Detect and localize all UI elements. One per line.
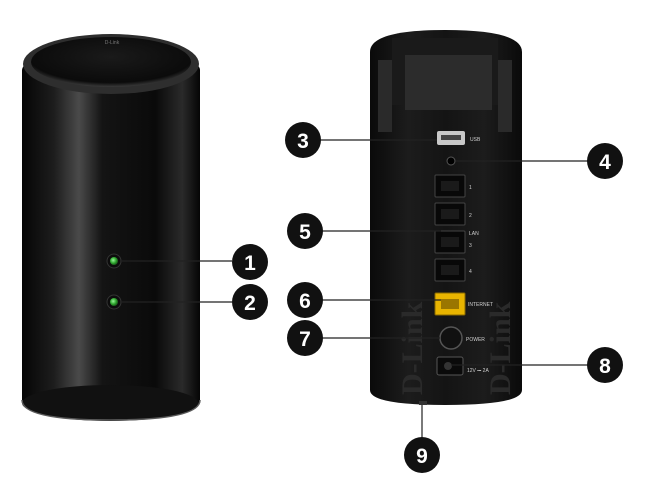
callout-number-3: 3 [297, 130, 309, 153]
callout-circle-4 [587, 143, 623, 179]
callout-number-2: 2 [244, 292, 256, 315]
usb-label: USB [470, 137, 481, 143]
callout-badge-1: 1 [232, 244, 268, 280]
callout-number-1: 1 [244, 252, 256, 275]
callout-number-8: 8 [599, 355, 611, 378]
callout-badge-5: 5 [287, 213, 323, 249]
brand-watermark-right: D-Link [484, 301, 517, 395]
callout-circle-2 [232, 284, 268, 320]
top-cap-text: D-Link [105, 40, 120, 46]
callout-number-7: 7 [299, 328, 311, 351]
callout-badge-2: 2 [232, 284, 268, 320]
callout-badge-8: 8 [587, 347, 623, 383]
callout-circle-3 [285, 122, 321, 158]
callout-badge-6: 6 [287, 282, 323, 318]
callout-circle-8 [587, 347, 623, 383]
internet-label: INTERNET [468, 302, 493, 308]
callout-circle-9 [404, 437, 440, 473]
lan-port-number-1: 1 [469, 185, 472, 191]
internet-led-icon [110, 298, 118, 306]
reset-button [446, 156, 456, 166]
power-button [439, 326, 463, 350]
callout-circle-1 [232, 244, 268, 280]
lan-port-number-4: 4 [469, 269, 472, 275]
dc-label: 12V ⎓ 2A [467, 368, 489, 374]
front-router: D-Link [21, 34, 201, 421]
security-slot [419, 401, 427, 405]
callout-number-6: 6 [299, 290, 311, 313]
lan-port-number-3: 3 [469, 243, 472, 249]
front-router-top-cap [31, 37, 191, 87]
power-led-icon [110, 257, 118, 265]
callout-number-9: 9 [416, 445, 428, 468]
callout-circle-5 [287, 213, 323, 249]
rear-router: D-Link D-Link USB 1 2 LAN 3 4 INTERNET [370, 30, 522, 405]
callout-circle-6 [287, 282, 323, 318]
lan-ports [434, 174, 466, 282]
callout-circle-7 [287, 320, 323, 356]
leader-lines [120, 139, 590, 440]
front-router-base [22, 385, 198, 421]
callout-number-4: 4 [599, 151, 611, 174]
lan-label: LAN [469, 231, 479, 237]
callout-badge-3: 3 [285, 122, 321, 158]
power-label: POWER [466, 337, 485, 343]
lan-port-number-2: 2 [469, 213, 472, 219]
callout-badge-7: 7 [287, 320, 323, 356]
front-router-body [22, 55, 200, 420]
callout-badge-4: 4 [587, 143, 623, 179]
callout-number-5: 5 [299, 221, 311, 244]
callout-badge-9: 9 [404, 437, 440, 473]
brand-watermark-left: D-Link [396, 301, 429, 395]
